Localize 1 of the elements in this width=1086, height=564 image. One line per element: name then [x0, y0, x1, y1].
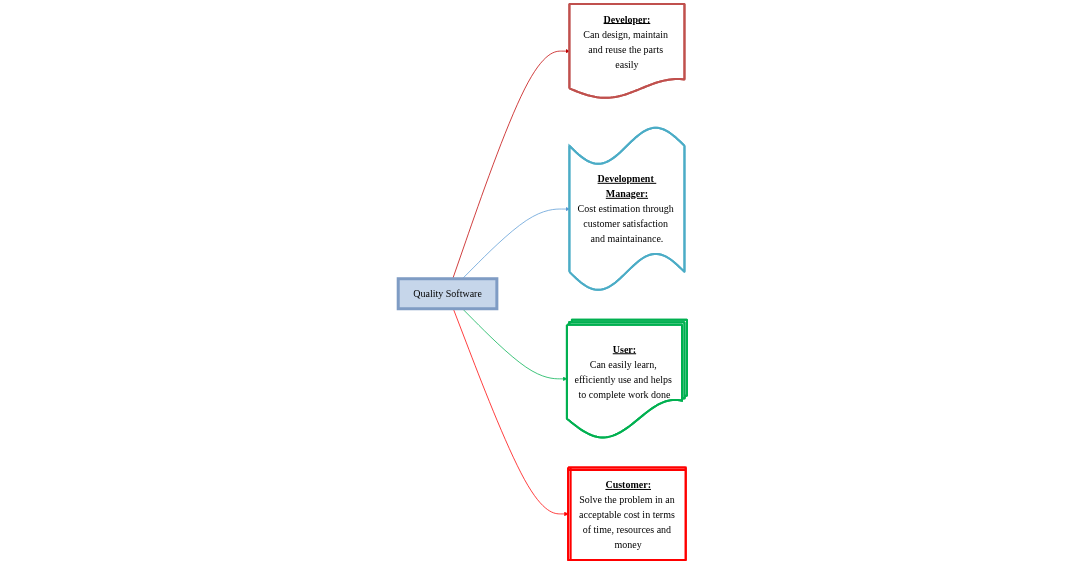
node-box: Quality Software [397, 277, 499, 311]
